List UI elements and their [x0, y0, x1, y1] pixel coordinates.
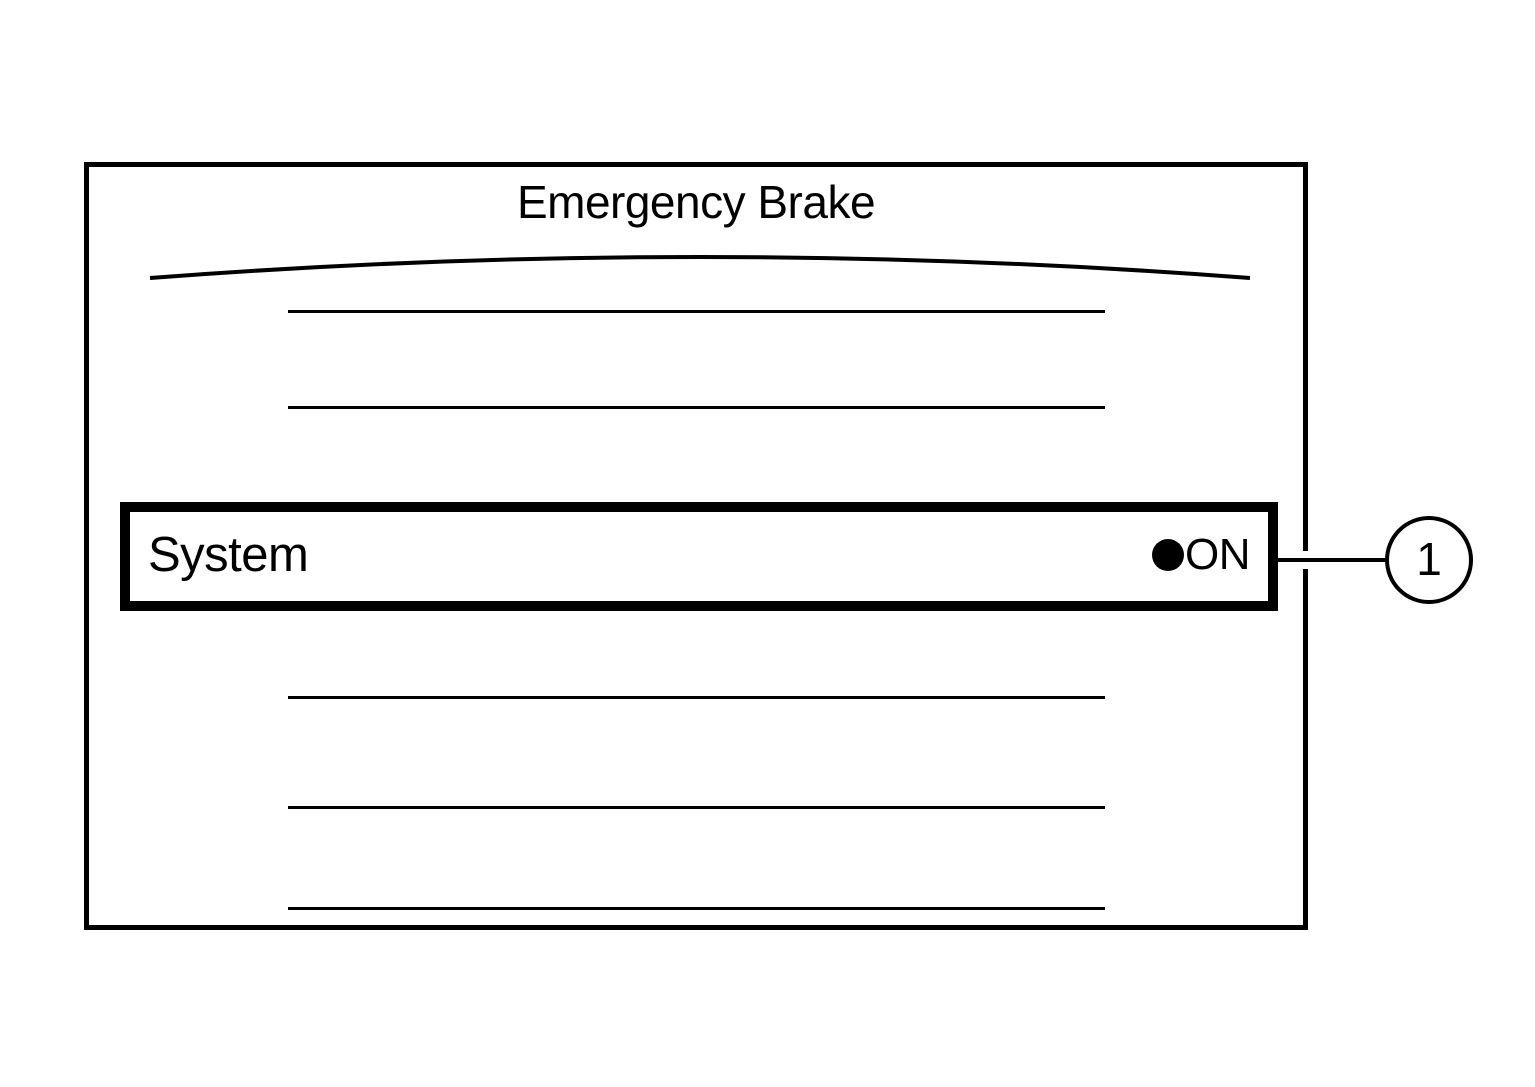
placeholder-line	[288, 907, 1105, 910]
setting-label-system: System	[148, 527, 309, 582]
placeholder-line	[288, 806, 1105, 809]
callout-number-label: 1	[1416, 533, 1442, 585]
callout-leader-line	[1278, 558, 1388, 562]
placeholder-line	[288, 310, 1105, 313]
placeholder-line	[288, 406, 1105, 409]
highlighted-setting-row[interactable]: System ON	[120, 502, 1278, 611]
setting-status-group: ON	[1152, 530, 1251, 579]
callout-bubble-1: 1	[1385, 516, 1473, 604]
placeholder-line	[288, 696, 1105, 699]
filled-circle-indicator-icon	[1152, 539, 1184, 571]
title-underline-arc	[149, 255, 1251, 280]
page-title: Emergency Brake	[516, 176, 876, 228]
status-badge: ON	[1185, 530, 1251, 579]
